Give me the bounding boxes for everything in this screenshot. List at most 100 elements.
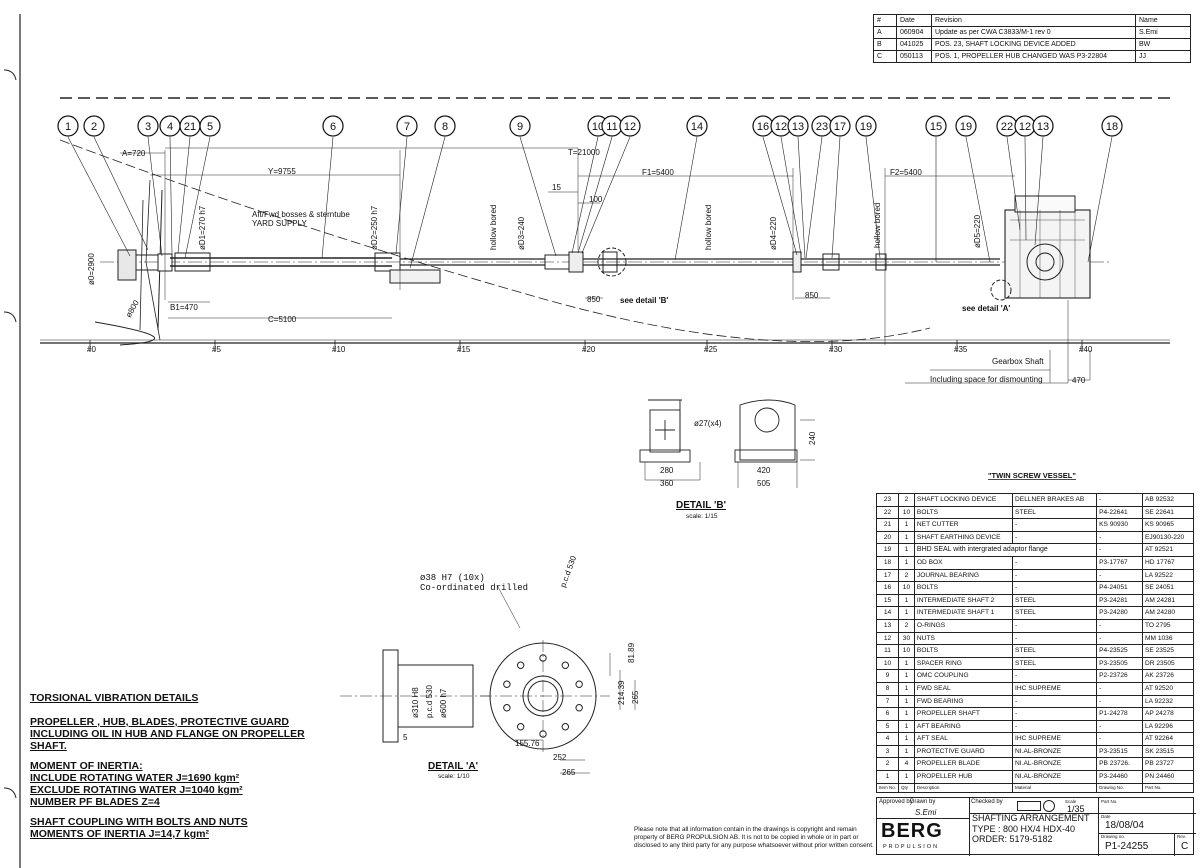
parts-cell: 30: [898, 631, 915, 646]
parts-header-cell: Material: [1012, 782, 1098, 793]
drawing-no-label: Drawing no.: [1101, 834, 1126, 839]
dim-phi-d4: øD4=220: [769, 216, 778, 250]
parts-cell: SE 22641: [1142, 505, 1194, 520]
item-balloon-label: 4: [167, 121, 173, 133]
parts-cell: TO 2795: [1142, 618, 1194, 633]
parts-cell: PB 23726.: [1096, 757, 1143, 772]
dim-f1: F1=5400: [642, 168, 674, 177]
parts-cell: 5: [875, 719, 900, 734]
parts-cell: KS 90930: [1096, 518, 1143, 532]
item-balloon: [1032, 115, 1054, 137]
note-line: INCLUDING OIL IN HUB AND FLANGE ON PROPE…: [30, 728, 305, 740]
item-balloon-label: 16: [757, 121, 769, 133]
parts-cell: 23: [875, 493, 900, 507]
item-balloon-label: 3: [145, 121, 151, 133]
drawn-label: Drawn by: [910, 799, 936, 805]
berg-logo-sub: PROPULSION: [883, 844, 940, 850]
date-label: Date: [1101, 814, 1111, 819]
parts-cell: LA 92232: [1142, 694, 1194, 709]
parts-cell: 19: [875, 543, 900, 557]
parts-cell: PB 23727: [1142, 757, 1194, 772]
parts-cell: AT 92264: [1142, 732, 1194, 746]
parts-header-cell: Drawing No.: [1096, 782, 1143, 793]
parts-cell: -: [1096, 719, 1143, 734]
bolt-hole: [539, 654, 547, 662]
parts-cell: EJ90130-220: [1142, 530, 1194, 545]
detail-b-420: 420: [757, 466, 771, 475]
parts-cell: 4: [898, 757, 915, 772]
parts-cell: 21: [875, 518, 900, 532]
detail-b-scale: scale: 1/15: [686, 513, 718, 520]
parts-cell: -: [1012, 669, 1098, 683]
parts-cell: 20: [875, 530, 900, 545]
parts-cell: 1: [898, 719, 915, 734]
item-balloon: [199, 115, 221, 137]
parts-cell: PROPELLER BLADE: [913, 757, 1014, 772]
drawing-title-area: SHAFTING ARRANGEMENT TYPE : 800 HX/4 HDX…: [969, 813, 1101, 845]
parts-cell: 2: [898, 493, 915, 507]
item-balloon-label: 17: [834, 121, 846, 133]
bolt-hole: [561, 723, 570, 731]
parts-cell: HD 17767: [1142, 555, 1194, 570]
parts-cell: P3-24280: [1096, 606, 1143, 620]
note-line: MOMENTS OF INERTIA J=14,7 kgm²: [30, 828, 210, 840]
item-balloon-label: 1: [65, 121, 71, 133]
parts-cell: 6: [875, 707, 900, 721]
parts-cell: JOURNAL BEARING: [913, 568, 1014, 583]
parts-cell: P4-24051: [1096, 581, 1143, 595]
detail-b-holes: ø27(x4): [694, 419, 722, 428]
dim-phi-d5: øD5=220: [973, 214, 982, 248]
note-yard-supply: YARD SUPPLY: [252, 219, 307, 228]
parts-cell: -: [1096, 631, 1143, 646]
parts-cell: AM 24281: [1142, 593, 1194, 608]
parts-cell: -: [1096, 694, 1143, 709]
revision-table: # Date Revision Name A 060904 Update as …: [873, 14, 1191, 63]
item-balloon-label: 18: [1106, 121, 1118, 133]
note-bosses: Aft/Fwd bosses & sterntube: [252, 210, 350, 219]
parts-cell: O-RINGS: [913, 618, 1014, 633]
note-line: SHAFT COUPLING WITH BOLTS AND NUTS: [30, 816, 248, 828]
detail-b-callout: see detail 'B': [620, 296, 668, 305]
detail-a-265v: 265: [631, 690, 640, 704]
detail-a-holes: ø38 H7 (10x): [420, 573, 485, 583]
parts-cell: NI.AL-BRONZE: [1012, 770, 1098, 784]
parts-cell: 7: [875, 694, 900, 709]
dim-phi-d: ø0=2900: [87, 253, 96, 285]
parts-cell: LA 92296: [1142, 719, 1194, 734]
parts-cell: NUTS: [913, 631, 1014, 646]
note-line: PROPELLER , HUB, BLADES, PROTECTIVE GUAR…: [30, 716, 290, 728]
drawing-order: ORDER: 5179-5182: [972, 834, 1053, 844]
parts-cell: AFT SEAL: [913, 732, 1014, 746]
parts-cell: BHD SEAL with intergrated adaptor flange: [913, 543, 1098, 557]
approved-label: Approved by: [879, 799, 913, 805]
parts-cell: DELLNER BRAKES AB: [1012, 493, 1098, 507]
drawing-no: P1-24255: [1105, 841, 1149, 852]
parts-cell: P4-22641: [1096, 505, 1143, 520]
parts-cell: 16: [875, 581, 900, 595]
checked-label: Checked by: [971, 799, 1003, 805]
item-balloon: [829, 115, 851, 137]
frame-number: #15: [457, 345, 471, 354]
bolt-hole: [503, 680, 511, 688]
parts-cell: -: [1012, 555, 1098, 570]
detail-a-pcd: p.c.d 530: [425, 685, 434, 718]
detail-a-265: 265: [562, 768, 576, 777]
parts-cell: AB 92532: [1142, 493, 1194, 507]
parts-cell: PROPELLER HUB: [913, 770, 1014, 784]
detail-b-280: 280: [660, 466, 674, 475]
parts-cell: 8: [875, 681, 900, 696]
rev-name: JJ: [1135, 50, 1191, 63]
item-balloon-label: 6: [330, 121, 336, 133]
parts-cell: INTERMEDIATE SHAFT 1: [913, 606, 1014, 620]
item-balloon-label: 21: [184, 121, 196, 133]
item-balloon-label: 11: [606, 121, 617, 133]
parts-cell: 1: [898, 530, 915, 545]
projection-icon: [1017, 801, 1041, 811]
dim-b1: B1=470: [170, 303, 198, 312]
detail-a-scale: scale: 1/10: [438, 773, 470, 780]
